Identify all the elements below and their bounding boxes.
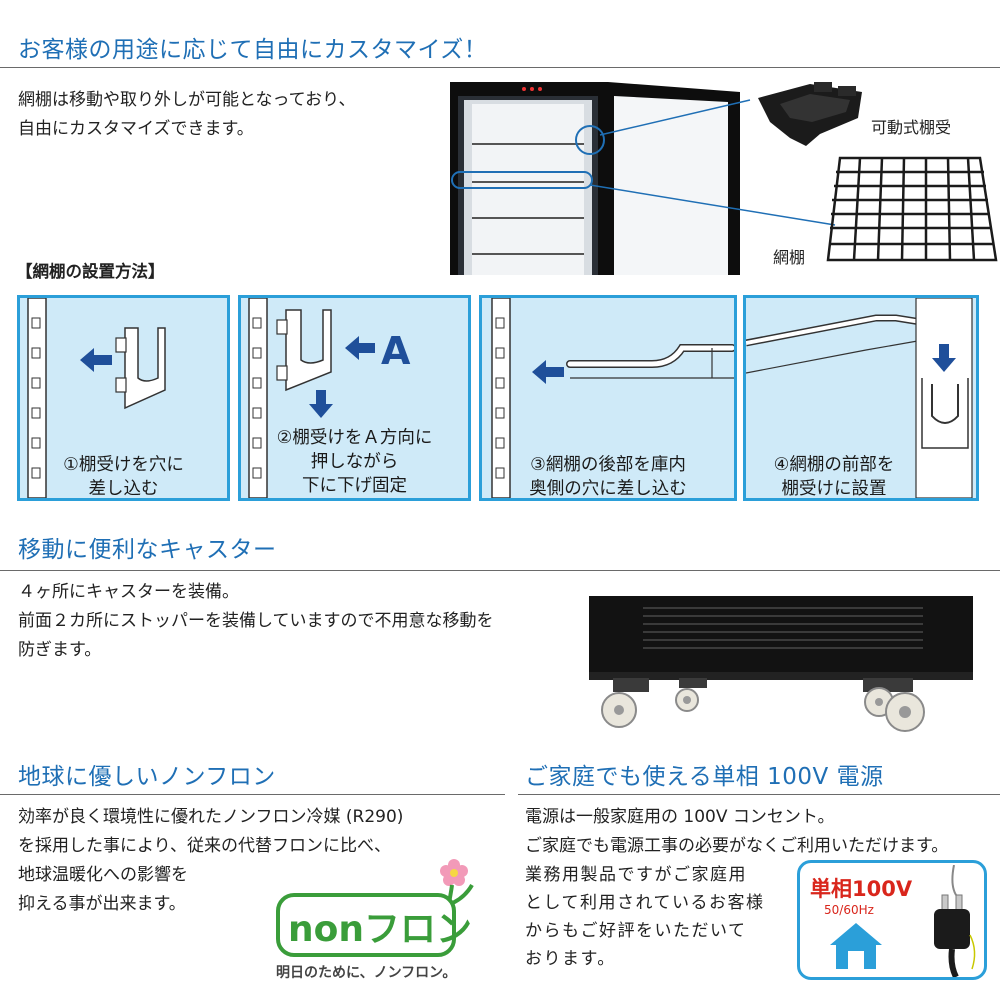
- customize-desc-line-1: 網棚は移動や取り外しが可能となっており、: [18, 90, 356, 110]
- step-3-caption-line-1: ③網棚の後部を庫内: [530, 455, 686, 475]
- casters-desc-line-1: ４ヶ所にキャスターを装備。: [18, 582, 239, 602]
- power-plug-icon: [934, 865, 976, 977]
- step-3-diagram: [491, 298, 734, 498]
- power-desc-short-line-4: おります。: [525, 949, 616, 969]
- customize-heading: お客様の用途に応じて自由にカスタマイズ！: [18, 37, 488, 63]
- callout-lines: [590, 99, 836, 226]
- customize-description: 網棚は移動や取り外しが可能となっており、 自由にカスタマイズできます。: [18, 86, 355, 144]
- step-3-caption: ③網棚の後部を庫内 奥側の穴に差し込む: [482, 453, 734, 499]
- install-step-4: ④網棚の前部を 棚受けに設置: [743, 295, 979, 501]
- install-step-3: ③網棚の後部を庫内 奥側の穴に差し込む: [479, 295, 737, 501]
- step-2-caption-line-3: 下に下げ固定: [302, 476, 407, 496]
- shelf-label: 網棚: [773, 248, 806, 267]
- power-badge-frequency: 50/60Hz: [824, 903, 874, 917]
- nonfreon-desc-line-4: 抑える事が出来ます。: [18, 894, 186, 914]
- step-1-caption-line-2: 差し込む: [88, 479, 159, 499]
- step-3-caption-line-2: 奥側の穴に差し込む: [529, 479, 687, 499]
- casters-description: ４ヶ所にキャスターを装備。 前面２カ所にストッパーを装備していますので不用意な移…: [18, 578, 494, 665]
- casters-heading: 移動に便利なキャスター: [18, 537, 277, 563]
- casters-desc-line-3: 防ぎます。: [18, 640, 102, 660]
- power-desc-line-2: ご家庭でも電源工事の必要がなくご利用いただけます。: [525, 836, 949, 856]
- install-step-1: ①棚受けを穴に 差し込む: [17, 295, 230, 501]
- install-step-2: A ②棚受けをＡ方向に 押しながら 下に下げ固定: [238, 295, 471, 501]
- nonfreon-logo: nonフロン 明日のために、ノンフロン。: [272, 855, 487, 985]
- nonfreon-logo-text: nonフロン: [288, 909, 472, 950]
- power-heading: ご家庭でも使える単相 100V 電源: [525, 764, 884, 790]
- power-rule: [518, 794, 1000, 795]
- movable-bracket-image: [750, 78, 866, 150]
- power-desc-short-line-2: として利用されているお客様: [525, 893, 765, 913]
- customize-rule: [0, 67, 1000, 68]
- step-1-caption: ①棚受けを穴に 差し込む: [20, 453, 227, 499]
- power-badge: 単相100V 50/60Hz: [797, 860, 987, 980]
- caster-photo: [583, 590, 978, 738]
- nonfreon-desc-line-3: 地球温暖化への影響を: [18, 865, 188, 885]
- step-2-caption-line-2: 押しながら: [310, 452, 399, 472]
- power-desc-line-1: 電源は一般家庭用の 100V コンセント。: [525, 807, 835, 827]
- nonfreon-heading: 地球に優しいノンフロン: [18, 764, 276, 790]
- power-desc-short-line-1: 業務用製品ですがご家庭用: [525, 865, 747, 885]
- step-4-caption-line-2: 棚受けに設置: [781, 479, 887, 499]
- refrigerator-photo: [442, 78, 740, 275]
- wire-shelf-image: [820, 152, 1000, 272]
- step-4-caption-line-1: ④網棚の前部を: [773, 455, 895, 475]
- power-description: 電源は一般家庭用の 100V コンセント。 ご家庭でも電源工事の必要がなくご利用…: [525, 803, 948, 861]
- step-2-diagram: A: [248, 298, 411, 498]
- step-4-caption: ④網棚の前部を 棚受けに設置: [746, 453, 922, 499]
- nonfreon-rule: [0, 794, 505, 795]
- step-4-diagram: [746, 298, 973, 498]
- step-2-caption: ②棚受けをＡ方向に 押しながら 下に下げ固定: [241, 426, 468, 498]
- nonfreon-desc-line-1: 効率が良く環境性に優れたノンフロン冷媒 (R290): [18, 807, 404, 827]
- nonfreon-desc-line-2: を採用した事により、従来の代替フロンに比べ、: [18, 836, 391, 856]
- power-description-short: 業務用製品ですがご家庭用 として利用されているお客様 からもご好評をいただいて …: [525, 861, 764, 973]
- bracket-label: 可動式棚受: [871, 118, 952, 137]
- step-1-diagram: [27, 298, 166, 498]
- power-desc-short-line-3: からもご好評をいただいて: [525, 921, 747, 941]
- casters-desc-line-2: 前面２カ所にストッパーを装備していますので不用意な移動を: [18, 611, 494, 631]
- nonfreon-description: 効率が良く環境性に優れたノンフロン冷媒 (R290) を採用した事により、従来の…: [18, 803, 403, 919]
- step-1-caption-line-1: ①棚受けを穴に: [63, 455, 184, 475]
- nonfreon-logo-tagline: 明日のために、ノンフロン。: [276, 965, 456, 981]
- house-icon: [830, 923, 882, 969]
- customize-desc-line-2: 自由にカスタマイズできます。: [18, 119, 254, 139]
- step-2-caption-line-1: ②棚受けをＡ方向に: [276, 428, 433, 448]
- install-title: 【網棚の設置方法】: [16, 262, 165, 281]
- direction-a-marker: A: [381, 329, 411, 373]
- casters-rule: [0, 570, 1000, 571]
- power-badge-title: 単相100V: [810, 877, 913, 901]
